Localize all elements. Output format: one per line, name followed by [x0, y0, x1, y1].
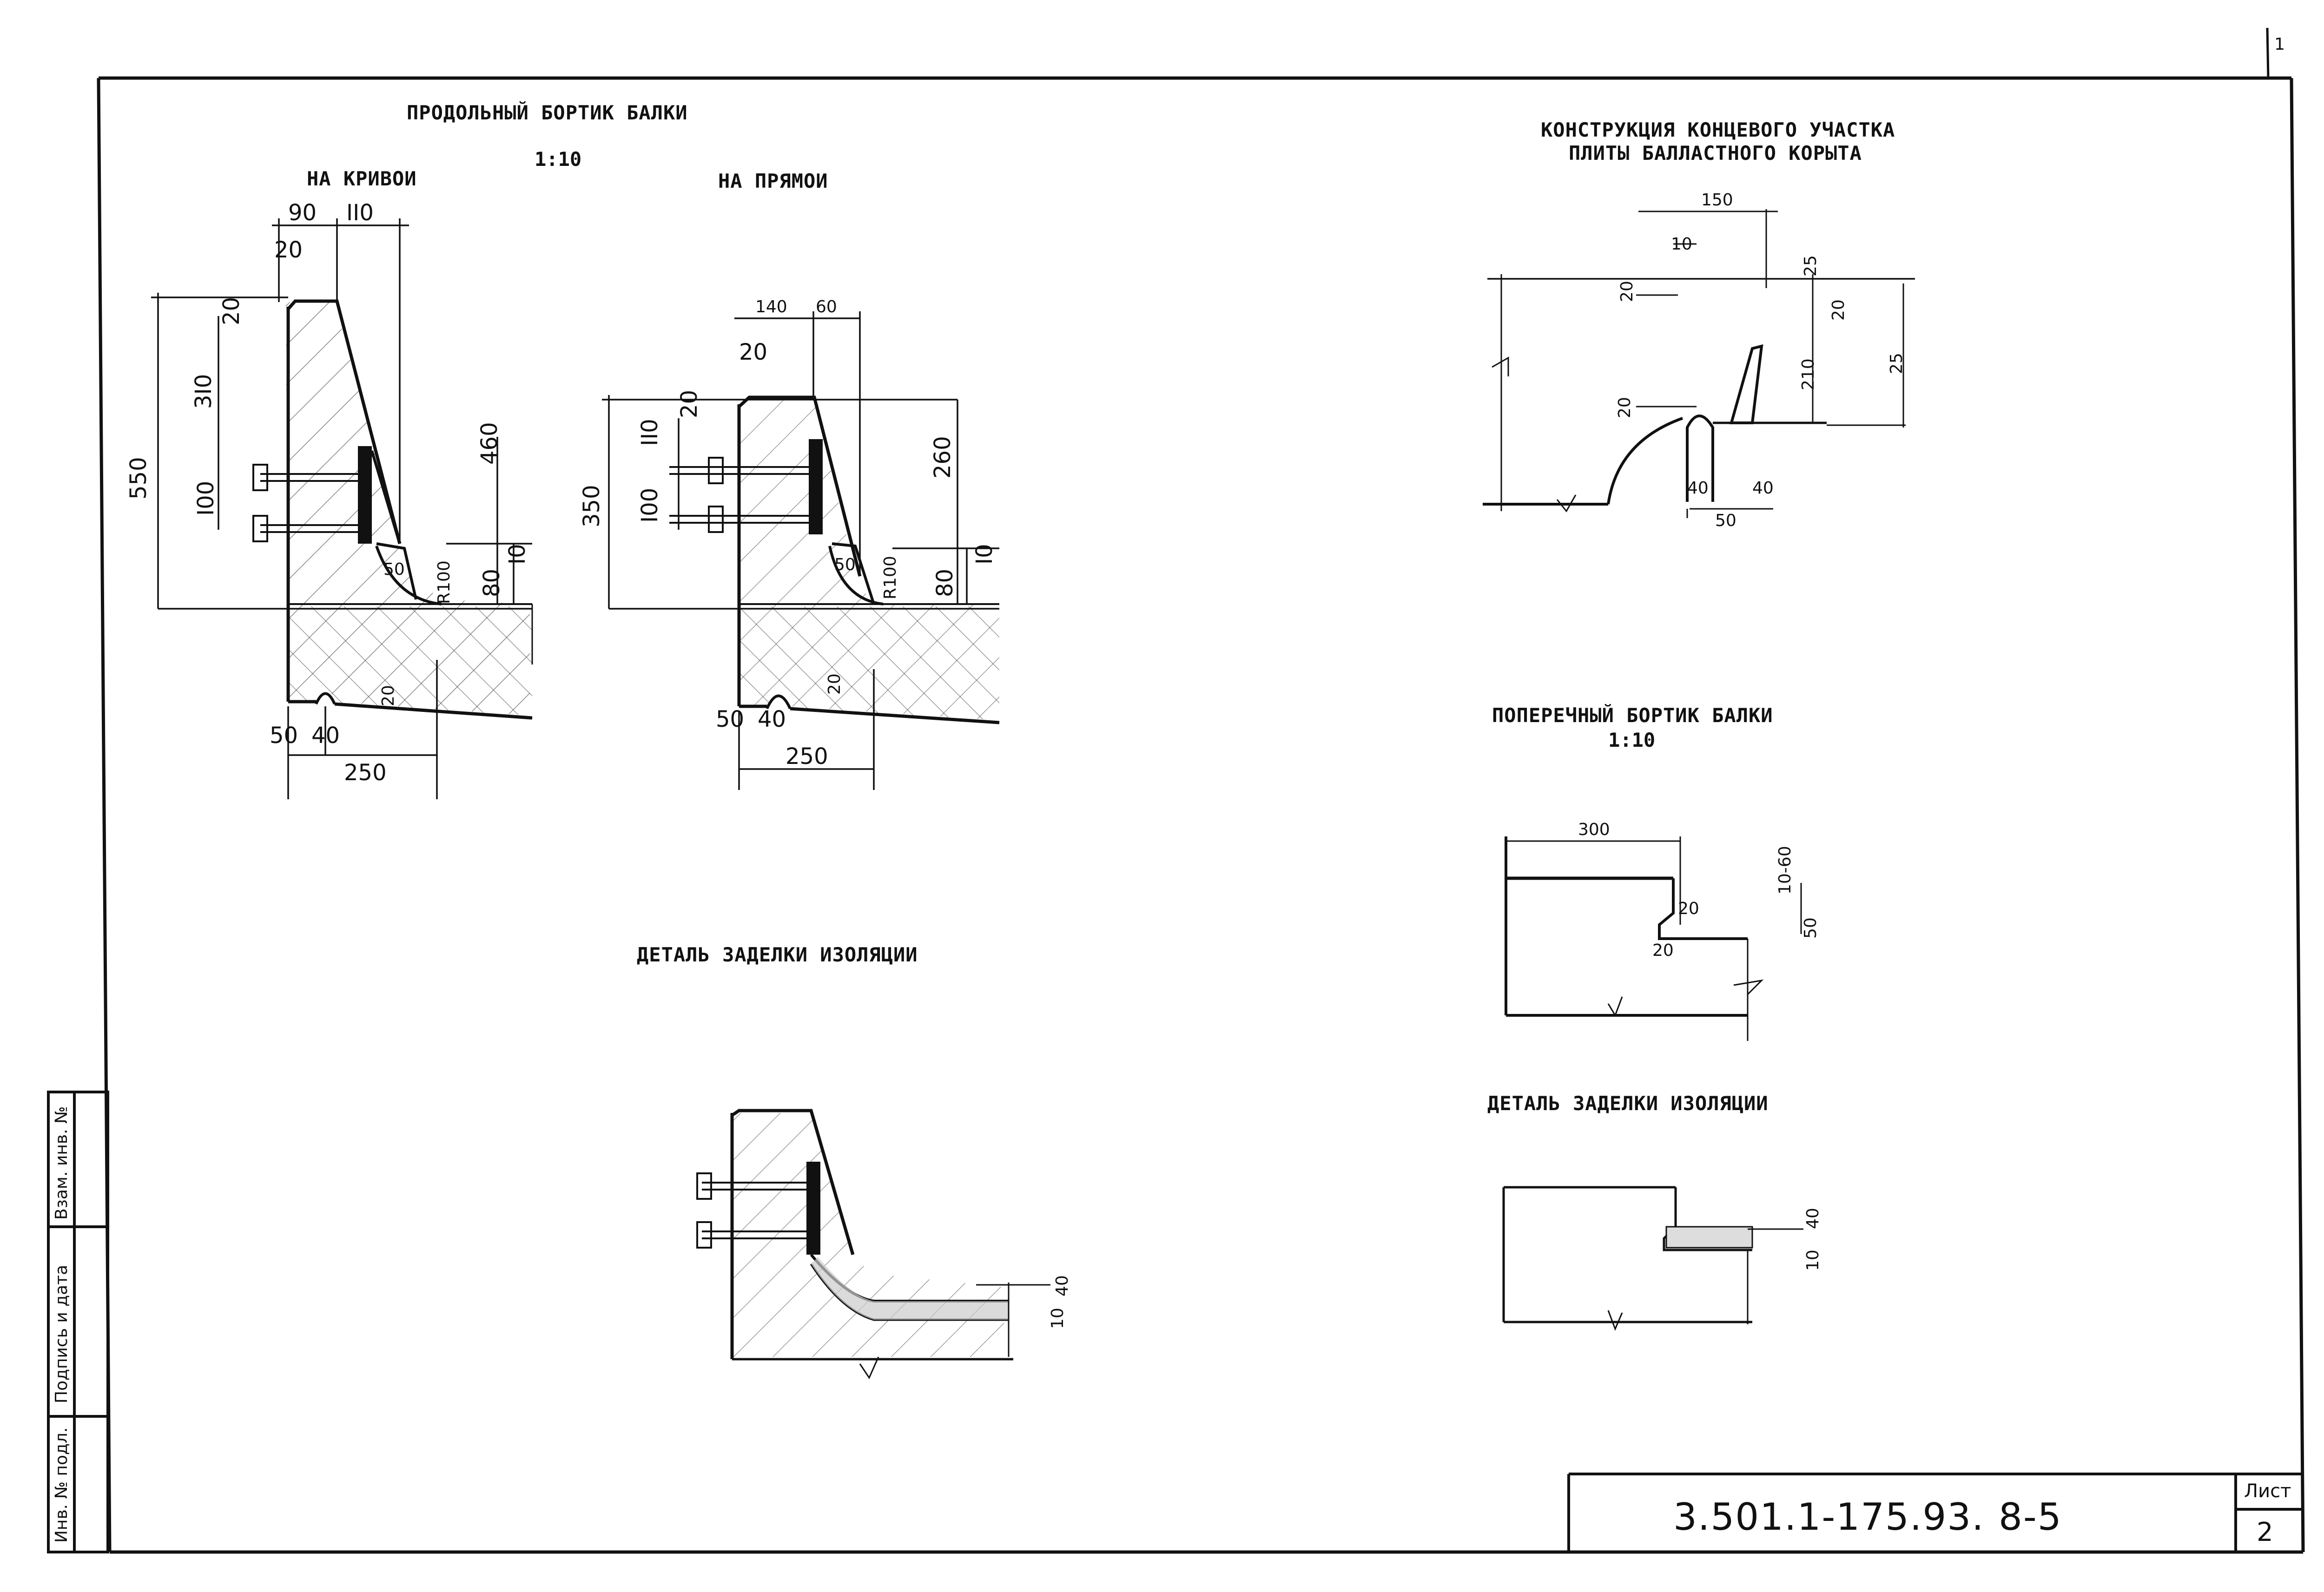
dim-curve-50-radius: 50 [383, 560, 405, 579]
dim-curve-550: 550 [125, 457, 152, 500]
insulation-detail-right-title: ДЕТАЛЬ ЗАДЕЛКИ ИЗОЛЯЦИИ [1487, 1092, 1769, 1115]
page-number: 1 [2274, 35, 2285, 54]
dim-curve-20-side: 20 [218, 296, 244, 325]
dim-straight-50-radius: 50 [834, 555, 856, 574]
dim-transverse-20b: 20 [1652, 941, 1674, 960]
sheet-frame [97, 27, 2305, 1554]
insulation-detail-left-drawing [696, 1109, 1050, 1380]
dim-straight-110: II0 [637, 419, 663, 446]
stamp-inv-no: Инв. № подл. [52, 1427, 71, 1543]
dim-curve-10: I0 [504, 544, 530, 565]
dim-insulation-right-40: 40 [1803, 1208, 1822, 1229]
dim-transverse-10-60: 10-60 [1776, 846, 1795, 895]
transverse-title: ПОПЕРЕЧНЫЙ БОРТИК БАЛКИ [1492, 704, 1773, 727]
on-curve-heading: НА КРИВОИ [307, 167, 417, 190]
dim-end-50: 50 [1715, 511, 1736, 530]
dim-end-25a: 25 [1801, 255, 1820, 276]
dim-straight-20-top: 20 [739, 339, 768, 365]
dim-transverse-300: 300 [1578, 820, 1610, 839]
dim-curve-310: 3I0 [191, 374, 217, 409]
dim-end-40a: 40 [1687, 479, 1709, 498]
dim-straight-140: 140 [755, 297, 787, 316]
straight-kerb-section [602, 311, 1000, 790]
insulation-detail-right-drawing [1502, 1186, 1803, 1331]
end-section-title-1: КОНСТРУКЦИЯ КОНЦЕВОГО УЧАСТКА [1541, 118, 1895, 141]
stamp-replace-inv: Взам. инв. № [52, 1106, 71, 1220]
dim-curve-50: 50 [270, 723, 298, 749]
dim-end-25b: 25 [1887, 353, 1906, 374]
dim-transverse-20a: 20 [1678, 899, 1699, 918]
dim-straight-40: 40 [758, 706, 786, 732]
title-block-box [1567, 1473, 2303, 1552]
dim-straight-20-side: 20 [676, 389, 702, 418]
dim-end-210: 210 [1799, 358, 1818, 390]
end-section-title-2: ПЛИТЫ БАЛЛАСТНОГО КОРЫТА [1569, 142, 1862, 164]
transverse-scale: 1:10 [1608, 729, 1656, 751]
dim-straight-10: I0 [971, 544, 997, 565]
insulation-detail-left-title: ДЕТАЛЬ ЗАДЕЛКИ ИЗОЛЯЦИИ [637, 943, 918, 966]
dim-end-150: 150 [1701, 191, 1733, 210]
dim-straight-80: 80 [932, 568, 958, 597]
dim-transverse-50: 50 [1801, 917, 1820, 939]
dim-insulation-right-10: 10 [1803, 1250, 1822, 1271]
dim-straight-50: 50 [716, 706, 745, 732]
dim-straight-20-bottom: 20 [825, 673, 844, 695]
dim-curve-r100: R100 [435, 560, 454, 604]
dim-curve-90: 90 [288, 200, 317, 226]
document-code: 3.501.1-175.93. [1673, 1495, 1985, 1539]
dim-curve-80: 80 [479, 568, 505, 597]
stamp-sign-date: Подпись и дата [52, 1264, 71, 1403]
dim-end-40b: 40 [1752, 479, 1774, 498]
dim-straight-260: 260 [930, 436, 956, 479]
dim-curve-40: 40 [311, 723, 340, 749]
transverse-kerb-drawing [1505, 836, 1802, 1041]
dim-straight-250: 250 [786, 743, 828, 770]
dim-straight-r100: R100 [881, 556, 900, 599]
dim-curve-250: 250 [344, 760, 387, 786]
longitudinal-title: ПРОДОЛЬНЫЙ БОРТИК БАЛКИ [407, 101, 688, 124]
dim-straight-100: I00 [637, 487, 663, 523]
dim-straight-350: 350 [579, 485, 605, 527]
dim-end-20a: 20 [1618, 281, 1637, 302]
document-part: 8-5 [1999, 1495, 2062, 1539]
dim-straight-60: 60 [816, 297, 837, 316]
on-straight-heading: НА ПРЯМОИ [718, 170, 828, 192]
end-section-drawing [1483, 209, 1915, 518]
left-stamp-box [47, 1091, 109, 1553]
longitudinal-scale: 1:10 [535, 148, 582, 171]
sheet-number: 2 [2257, 1517, 2273, 1547]
dim-curve-110: II0 [346, 200, 374, 226]
dim-end-20c: 20 [1615, 397, 1634, 418]
dim-curve-20-bottom: 20 [379, 685, 398, 706]
dim-curve-460: 460 [476, 422, 502, 465]
dim-curve-20-top: 20 [274, 237, 303, 263]
dim-curve-100: I00 [193, 480, 219, 516]
dim-insulation-left-10: 10 [1048, 1308, 1067, 1329]
dim-end-10: 10 [1671, 235, 1692, 254]
curve-kerb-section [151, 218, 533, 799]
dim-insulation-left-40: 40 [1053, 1275, 1072, 1296]
dim-end-20b: 20 [1829, 299, 1848, 321]
sheet-label: Лист [2244, 1480, 2291, 1502]
